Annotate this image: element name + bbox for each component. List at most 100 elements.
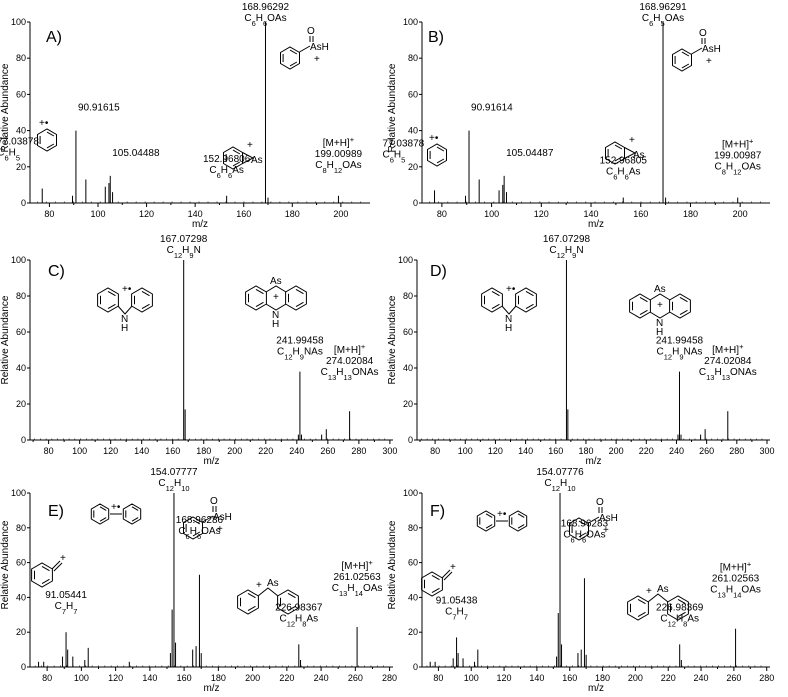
x-axis-label: m/z bbox=[203, 456, 219, 467]
y-tick-label: 20 bbox=[403, 399, 413, 409]
charge-label: + bbox=[450, 562, 456, 573]
x-tick-label: 200 bbox=[227, 446, 242, 456]
nitrogen-label: N bbox=[505, 314, 512, 325]
mass-value: 152.96806 bbox=[203, 154, 251, 165]
x-tick-label: 180 bbox=[578, 446, 593, 456]
x-tick-label: 260 bbox=[320, 446, 335, 456]
panel-label: D) bbox=[430, 263, 447, 280]
arsenic-label: As bbox=[654, 284, 666, 295]
x-axis-label: m/z bbox=[585, 456, 601, 467]
oxygen-label: O bbox=[699, 28, 707, 39]
x-tick-label: 120 bbox=[103, 446, 118, 456]
oxygen-label: O bbox=[307, 26, 315, 37]
oxygen-label: O bbox=[210, 496, 218, 507]
x-tick-label: 100 bbox=[72, 446, 87, 456]
mass-value: 168.96292 bbox=[242, 2, 290, 13]
charge-label: + bbox=[603, 525, 609, 536]
peak-annotation: 90.91615 bbox=[78, 103, 120, 114]
formula-label: C13H14OAs bbox=[332, 583, 383, 598]
y-tick-label: 40 bbox=[16, 126, 26, 136]
arsenic-label: As bbox=[657, 584, 669, 595]
y-tick-label: 0 bbox=[413, 198, 418, 208]
charge-label: + bbox=[629, 135, 635, 146]
y-tick-label: 60 bbox=[408, 89, 418, 99]
precursor-label: [M+H]+ bbox=[722, 136, 754, 151]
panel-label: E) bbox=[48, 503, 64, 520]
x-tick-label: 200 bbox=[628, 673, 643, 683]
tropylium-methylene-structure-5-2: + bbox=[421, 562, 456, 597]
x-tick-label: 180 bbox=[683, 209, 698, 219]
y-axis-label: Relative Abundance bbox=[387, 520, 398, 609]
y-tick-label: 100 bbox=[398, 255, 413, 265]
x-tick-label: 240 bbox=[314, 673, 329, 683]
x-tick-label: 120 bbox=[139, 209, 154, 219]
charge-label: +• bbox=[506, 284, 516, 295]
y-tick-label: 20 bbox=[408, 627, 418, 637]
mass-value: 226.98369 bbox=[656, 602, 704, 613]
x-tick-label: 200 bbox=[333, 209, 348, 219]
x-axis-label: m/z bbox=[588, 219, 604, 230]
mass-value: 154.07776 bbox=[536, 467, 584, 478]
charge-label: + bbox=[247, 140, 253, 151]
mass-value: 167.07298 bbox=[160, 234, 208, 245]
benzyne-arsenic-structure-1-1: As+ bbox=[605, 135, 645, 165]
y-tick-label: 100 bbox=[11, 255, 26, 265]
precursor-label: [M+H]+ bbox=[720, 559, 752, 574]
x-tick-label: 160 bbox=[633, 209, 648, 219]
y-tick-label: 80 bbox=[16, 523, 26, 533]
peak-annotation: 90.91614 bbox=[471, 103, 513, 114]
x-tick-label: 80 bbox=[42, 673, 52, 683]
x-tick-label: 260 bbox=[699, 446, 714, 456]
formula-label: C8H12OAs bbox=[315, 160, 361, 175]
y-tick-label: 40 bbox=[408, 126, 418, 136]
precursor-label: [M+H]+ bbox=[334, 342, 366, 357]
x-tick-label: 220 bbox=[258, 446, 273, 456]
panel-label: C) bbox=[48, 263, 65, 280]
carbazole-structure-2-0: NH+• bbox=[97, 284, 153, 334]
x-tick-label: 180 bbox=[285, 209, 300, 219]
formula-label: C8H12OAs bbox=[714, 162, 760, 177]
phenarsazine-structure-2-1: As+NH bbox=[245, 276, 307, 330]
biphenyl-radical-structure-4-0: +• bbox=[90, 502, 142, 525]
x-tick-label: 300 bbox=[382, 446, 397, 456]
formula-label: C13H14OAs bbox=[710, 585, 761, 600]
x-tick-label: 80 bbox=[44, 446, 54, 456]
x-tick-label: 160 bbox=[562, 673, 577, 683]
x-tick-label: 160 bbox=[165, 446, 180, 456]
mass-value: 261.02563 bbox=[712, 574, 760, 585]
hydrogen-label: H bbox=[656, 327, 663, 338]
mass-value: 226.98367 bbox=[275, 602, 323, 613]
x-tick-label: 80 bbox=[430, 446, 440, 456]
formula-label: C12H9NAs bbox=[277, 347, 323, 362]
y-tick-label: 80 bbox=[403, 291, 413, 301]
mass-value: 154.07777 bbox=[150, 467, 198, 478]
y-tick-label: 80 bbox=[408, 523, 418, 533]
x-tick-label: 200 bbox=[733, 209, 748, 219]
x-tick-label: 240 bbox=[669, 446, 684, 456]
charge-label: + bbox=[217, 524, 223, 535]
formula-label: C6H5 bbox=[0, 148, 20, 163]
charge-label: + bbox=[314, 54, 320, 65]
y-tick-label: 40 bbox=[403, 363, 413, 373]
mass-value: 168.96291 bbox=[639, 2, 687, 13]
charge-label: + bbox=[273, 292, 279, 303]
x-tick-label: 260 bbox=[726, 673, 741, 683]
x-tick-label: 200 bbox=[609, 446, 624, 456]
x-tick-label: 240 bbox=[289, 446, 304, 456]
y-tick-label: 100 bbox=[11, 488, 26, 498]
charge-label: +• bbox=[111, 502, 121, 513]
y-tick-label: 20 bbox=[16, 162, 26, 172]
mass-value: 274.02084 bbox=[704, 356, 752, 367]
